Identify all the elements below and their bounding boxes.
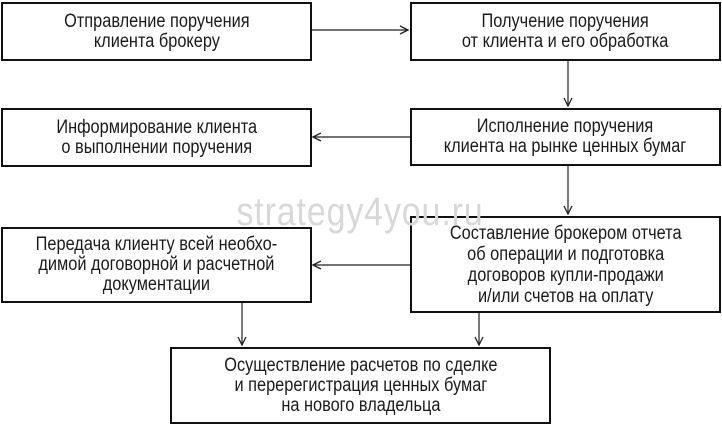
box-send-order: Отправление поручения клиента брокеру	[1, 2, 312, 61]
box-send-order-text: Отправление поручения клиента брокеру	[63, 10, 250, 52]
box-execute-order-text: Исполнение поручения клиента на рынке це…	[444, 116, 687, 157]
box-receive-order: Получение поручения от клиента и его обр…	[410, 2, 721, 61]
box-transfer-documents: Передача клиенту всей необхо- димой дого…	[1, 227, 312, 303]
box-broker-report: Составление брокером отчета об операции …	[410, 216, 721, 313]
box-receive-order-text: Получение поручения от клиента и его обр…	[462, 10, 669, 52]
box-inform-client-text: Информирование клиента о выполнении пору…	[56, 116, 257, 158]
box-execute-order: Исполнение поручения клиента на рынке це…	[410, 108, 721, 166]
box-broker-report-text: Составление брокером отчета об операции …	[449, 222, 682, 307]
box-settlement: Осуществление расчетов по сделке и перер…	[170, 347, 551, 424]
box-settlement-text: Осуществление расчетов по сделке и перер…	[223, 354, 498, 416]
box-inform-client: Информирование клиента о выполнении пору…	[1, 108, 312, 167]
box-transfer-documents-text: Передача клиенту всей необхо- димой дого…	[35, 234, 278, 295]
